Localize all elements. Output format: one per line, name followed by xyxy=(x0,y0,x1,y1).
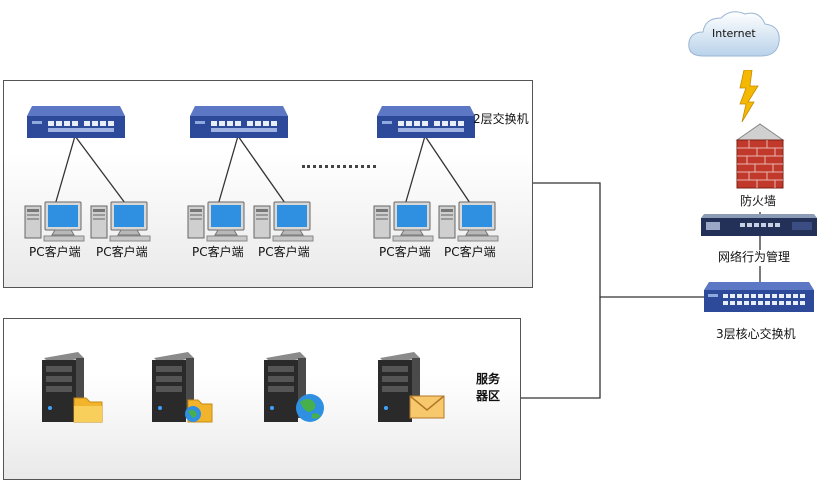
internet-cloud-icon xyxy=(688,11,780,57)
pc-client-label: PC客户端 xyxy=(192,245,244,259)
firewall-label: 防火墙 xyxy=(740,194,777,208)
pc-client-label: PC客户端 xyxy=(96,245,148,259)
pc-client-label: PC客户端 xyxy=(258,245,310,259)
core-switch-label: 3层核心交换机 xyxy=(716,327,796,341)
pc-client-icon xyxy=(253,201,314,242)
pc-client-label: PC客户端 xyxy=(29,245,81,259)
pc-client-icon xyxy=(90,201,151,242)
web-file-server-icon xyxy=(152,352,213,423)
ellipsis-dots xyxy=(302,165,376,168)
server-area-label-line1: 服务 xyxy=(476,372,501,386)
server-area-label-line2: 器区 xyxy=(476,389,501,403)
web-server-icon xyxy=(264,352,324,422)
access-switch-label: 2层交换机 xyxy=(473,112,529,126)
behavior-management-label: 网络行为管理 xyxy=(718,250,791,264)
pc-client-icon xyxy=(187,201,248,242)
pc-client-label: PC客户端 xyxy=(379,245,431,259)
access-switch-icon xyxy=(190,106,288,138)
access-switch-icon xyxy=(377,106,475,138)
file-server-icon xyxy=(42,352,103,423)
pc-client-label: PC客户端 xyxy=(444,245,496,259)
lightning-icon xyxy=(739,70,759,122)
pc-client-icon xyxy=(24,201,85,242)
behavior-management-appliance-icon xyxy=(701,214,817,236)
core-switch-icon xyxy=(704,282,814,312)
internet-label: Internet xyxy=(712,27,756,40)
pc-client-icon xyxy=(438,201,499,242)
access-switch-icon xyxy=(27,106,125,138)
firewall-icon xyxy=(735,123,785,189)
mail-server-icon xyxy=(378,352,445,422)
pc-client-icon xyxy=(373,201,434,242)
